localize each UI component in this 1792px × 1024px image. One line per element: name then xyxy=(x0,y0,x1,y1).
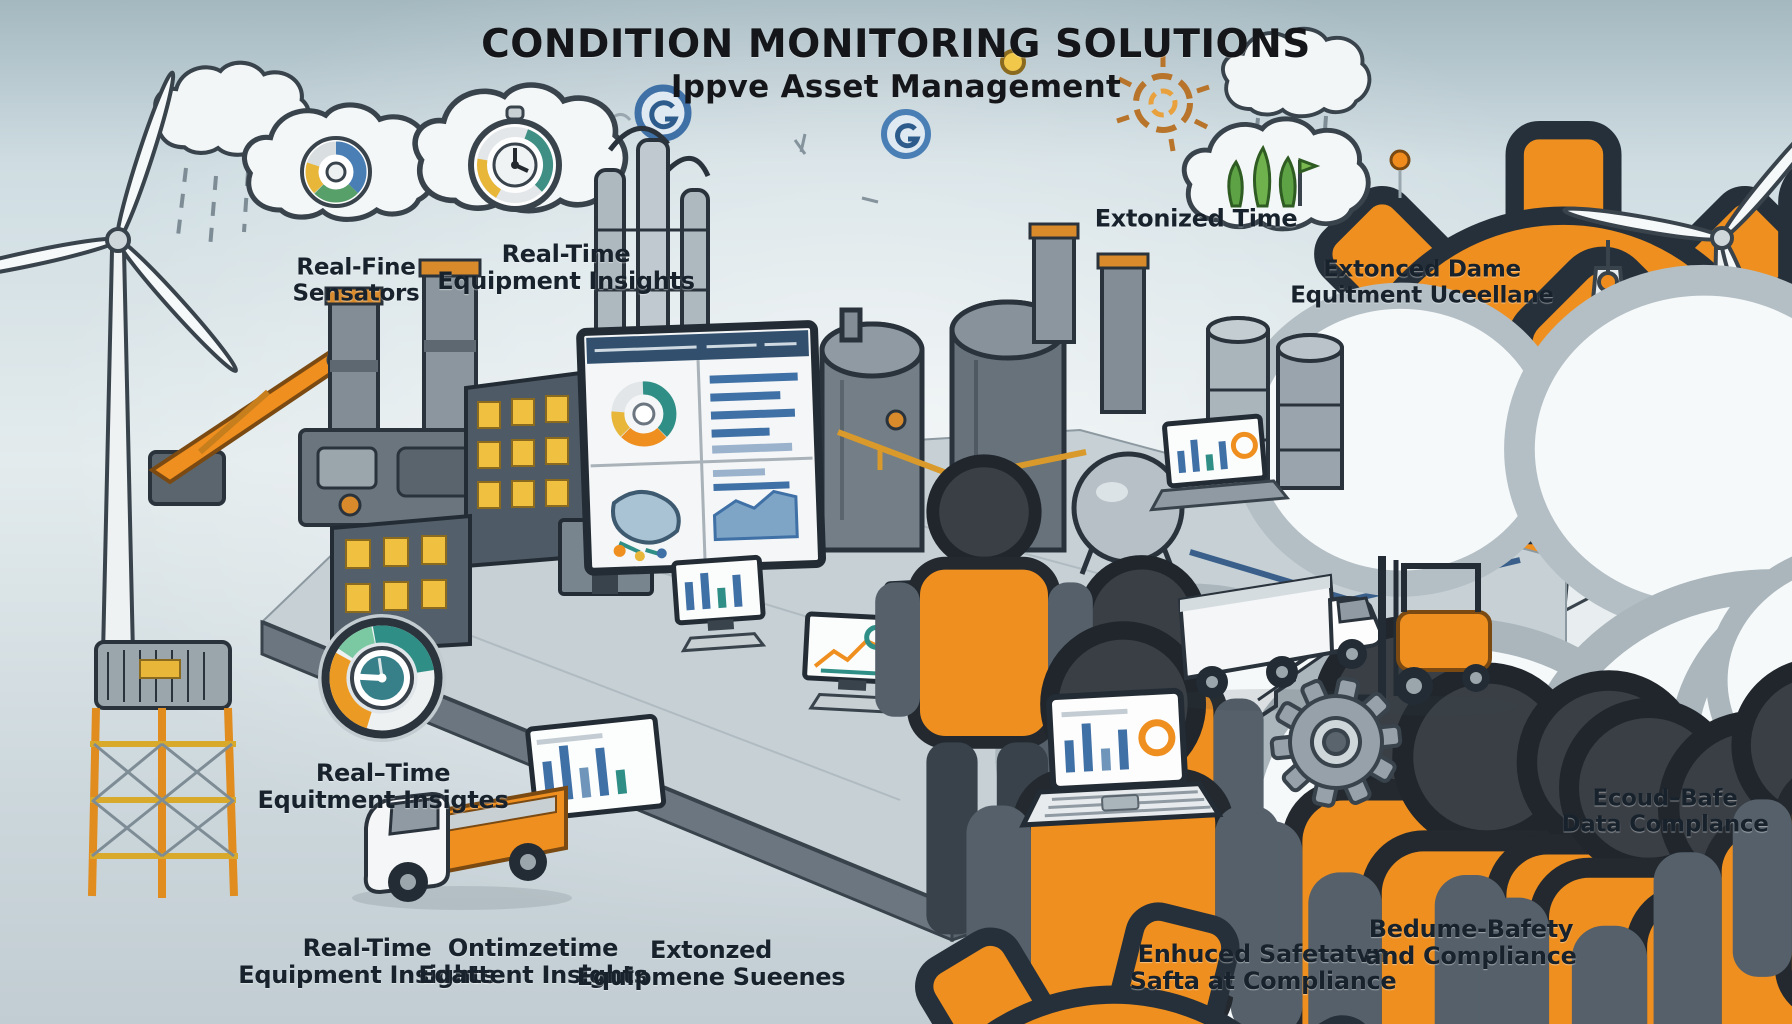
callout-extonized-time: Extonized Time xyxy=(1094,204,1298,233)
billboard-part-sketch xyxy=(611,489,681,562)
gauge-icon xyxy=(318,614,446,742)
billboard-dashboard xyxy=(576,320,827,576)
badge-g-icon xyxy=(634,84,692,142)
donut-chart-cloud-icon xyxy=(244,105,436,219)
flatbed-truck-icon xyxy=(1158,573,1383,711)
factory-buildings xyxy=(330,368,654,655)
billboard-donut-chart xyxy=(611,381,677,447)
forklift-icon xyxy=(1330,556,1518,716)
badge-g-small-icon xyxy=(881,109,931,159)
clock-cloud-icon xyxy=(415,85,625,211)
billboard-area-chart xyxy=(712,468,799,542)
gears-icon xyxy=(1000,49,1792,1024)
sun-doodle-icon xyxy=(1116,55,1210,152)
leaf-chart-cloud-icon xyxy=(1184,119,1368,229)
wind-turbine-left-icon xyxy=(0,70,238,702)
big-gear-icon xyxy=(1269,676,1403,808)
laptop-icon xyxy=(1019,687,1224,828)
scaffold-icon xyxy=(88,640,238,898)
pickup-truck-icon xyxy=(352,785,572,910)
factory-structures xyxy=(298,126,1344,720)
billboard-bar-chart xyxy=(709,372,798,454)
